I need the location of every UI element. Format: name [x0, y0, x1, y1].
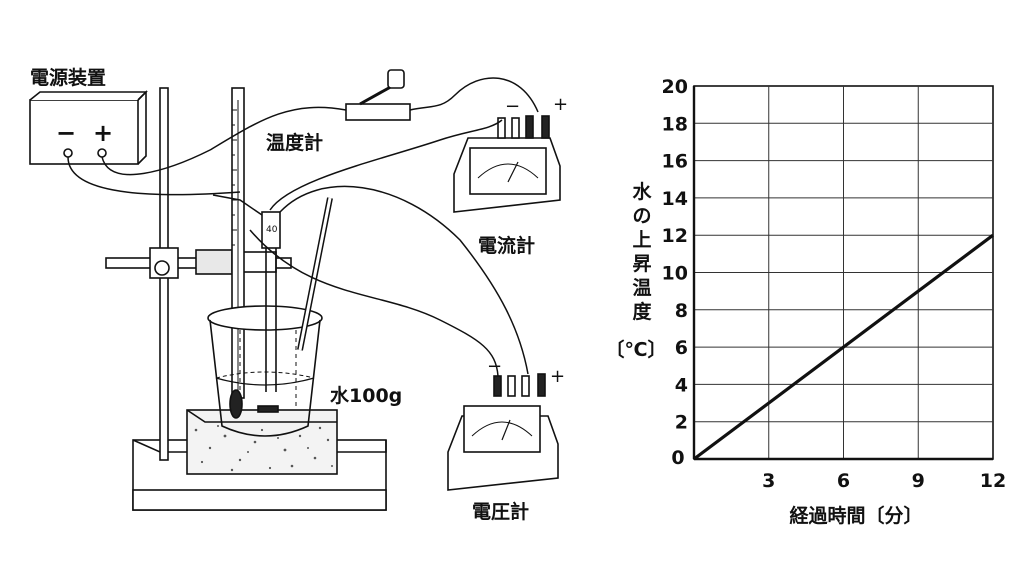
chart-y-tick-label: 8	[675, 300, 688, 322]
voltmeter-minus-sign: −	[487, 356, 502, 377]
chart-origin-label: 0	[671, 447, 684, 469]
chart-y-tick-label: 18	[662, 113, 688, 135]
power-terminal-plus	[97, 148, 107, 158]
chart-y-tick-label: 14	[662, 188, 688, 210]
chart-y-axis-label-char: の	[632, 205, 651, 227]
ammeter	[453, 115, 561, 213]
ammeter-minus-sign: −	[505, 96, 520, 117]
chart-y-tick-label: 12	[662, 225, 688, 247]
thermometer-label: 温度計	[266, 131, 323, 154]
chart-y-tick-label: 4	[675, 374, 688, 396]
power-plus-sign: +	[93, 119, 113, 147]
chart-y-axis-label-char: 温	[632, 277, 651, 299]
chart-y-ticks: 2 4 6 8 10 12 14 16 18 20	[662, 76, 688, 434]
chart-y-tick-label: 6	[675, 337, 688, 359]
power-supply	[29, 90, 148, 165]
stirring-rod	[297, 197, 333, 351]
chart-y-tick-label: 16	[662, 151, 688, 173]
chart-y-axis-label-char: 上	[632, 229, 651, 251]
ammeter-label: 電流計	[478, 234, 535, 257]
water-label: 水100g	[330, 385, 402, 407]
series-line	[693, 233, 994, 461]
chart-y-axis-label-char: 昇	[632, 253, 651, 275]
thermometer-digits: 40	[266, 225, 278, 235]
chart-y-axis-label-char: 度	[632, 300, 652, 323]
thermometer	[231, 87, 245, 399]
chart-x-tick-label: 3	[762, 470, 775, 492]
chart-y-tick-label: 20	[662, 76, 688, 98]
clamp	[105, 247, 292, 279]
chart-x-axis-label: 経過時間〔分〕	[789, 504, 922, 527]
chart-y-axis-label-char: 水	[632, 181, 652, 203]
wires	[67, 77, 539, 377]
switch	[345, 69, 411, 121]
chart-y-axis-unit: 〔℃〕	[605, 338, 666, 361]
chart-x-tick-label: 9	[912, 470, 925, 492]
chart-x-tick-label: 12	[980, 470, 1006, 492]
chart-y-tick-label: 2	[675, 412, 688, 434]
chart-grid	[692, 85, 994, 461]
power-supply-label: 電源装置	[30, 66, 106, 89]
ammeter-plus-sign: +	[553, 94, 568, 115]
voltmeter	[447, 373, 559, 491]
chart-x-ticks: 3 6 9 12	[762, 470, 1006, 492]
power-minus-sign: −	[56, 119, 76, 147]
beaker	[207, 305, 323, 437]
chart-y-tick-label: 10	[662, 263, 688, 285]
power-terminal-minus	[63, 148, 73, 158]
insulating-block	[186, 409, 338, 475]
apparatus	[29, 69, 561, 511]
voltmeter-label: 電圧計	[472, 500, 529, 523]
chart-x-tick-label: 6	[837, 470, 850, 492]
heater	[261, 211, 281, 392]
voltmeter-plus-sign: +	[550, 366, 565, 387]
